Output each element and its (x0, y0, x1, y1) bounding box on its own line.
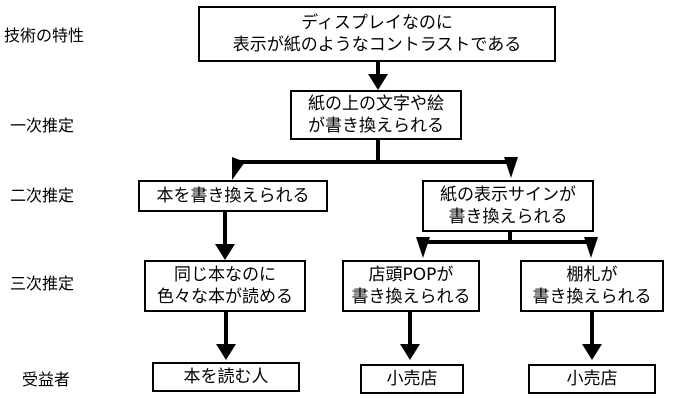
arrowhead (368, 74, 388, 90)
node-line: 紙の表示サインが (440, 185, 576, 205)
node-line: 表示が紙のようなコントラストである (232, 35, 522, 55)
node-line: 棚札が (566, 265, 618, 285)
node-store-pop: 店頭POPが 書き換えられる (342, 260, 480, 312)
node-line: ディスプレイなのに (301, 13, 453, 33)
node-line: 書き換えられる (448, 207, 568, 227)
node-line: 同じ本なのに (174, 265, 276, 285)
arrowhead (504, 157, 518, 178)
arrowhead (400, 344, 420, 360)
arrowhead (416, 237, 430, 258)
node-rewrite-sign: 紙の表示サインが 書き換えられる (422, 180, 594, 232)
node-rewrite-paper: 紙の上の文字や絵 が書き換えられる (290, 90, 462, 140)
arrowhead (216, 344, 236, 360)
node-tech-feature: ディスプレイなのに 表示が紙のようなコントラストである (198, 6, 556, 62)
level-label-second: 二次推定 (10, 186, 75, 205)
node-line: 色々な本が読める (157, 287, 293, 307)
node-line: 店頭POPが (368, 265, 454, 285)
branch-first (240, 140, 510, 164)
level-label-tech: 技術の特性 (4, 26, 85, 45)
node-retailer-2: 小売店 (528, 364, 656, 394)
level-label-beneficiary: 受益者 (22, 370, 71, 389)
node-many-books: 同じ本なのに 色々な本が読める (144, 260, 306, 312)
node-line: 紙の上の文字や絵 (308, 94, 444, 114)
node-line: 本を書き換えられる (156, 186, 310, 206)
branch-sign (422, 232, 590, 244)
node-line: 書き換えられる (351, 287, 471, 307)
node-rewrite-book: 本を書き換えられる (138, 180, 328, 212)
arrowhead (232, 157, 245, 180)
node-retailer-1: 小売店 (360, 364, 464, 394)
arrowhead (582, 344, 602, 360)
node-line: 小売店 (386, 369, 438, 389)
node-line: 小売店 (566, 369, 618, 389)
node-line: が書き換えられる (308, 116, 444, 136)
level-label-third: 三次推定 (10, 274, 75, 293)
node-reader: 本を読む人 (152, 362, 300, 392)
level-label-first: 一次推定 (10, 116, 75, 135)
arrowhead (584, 237, 598, 258)
arrowhead (215, 244, 235, 260)
node-shelf-tag: 棚札が 書き換えられる (520, 260, 664, 312)
node-line: 書き換えられる (532, 287, 652, 307)
node-line: 本を読む人 (183, 367, 269, 387)
